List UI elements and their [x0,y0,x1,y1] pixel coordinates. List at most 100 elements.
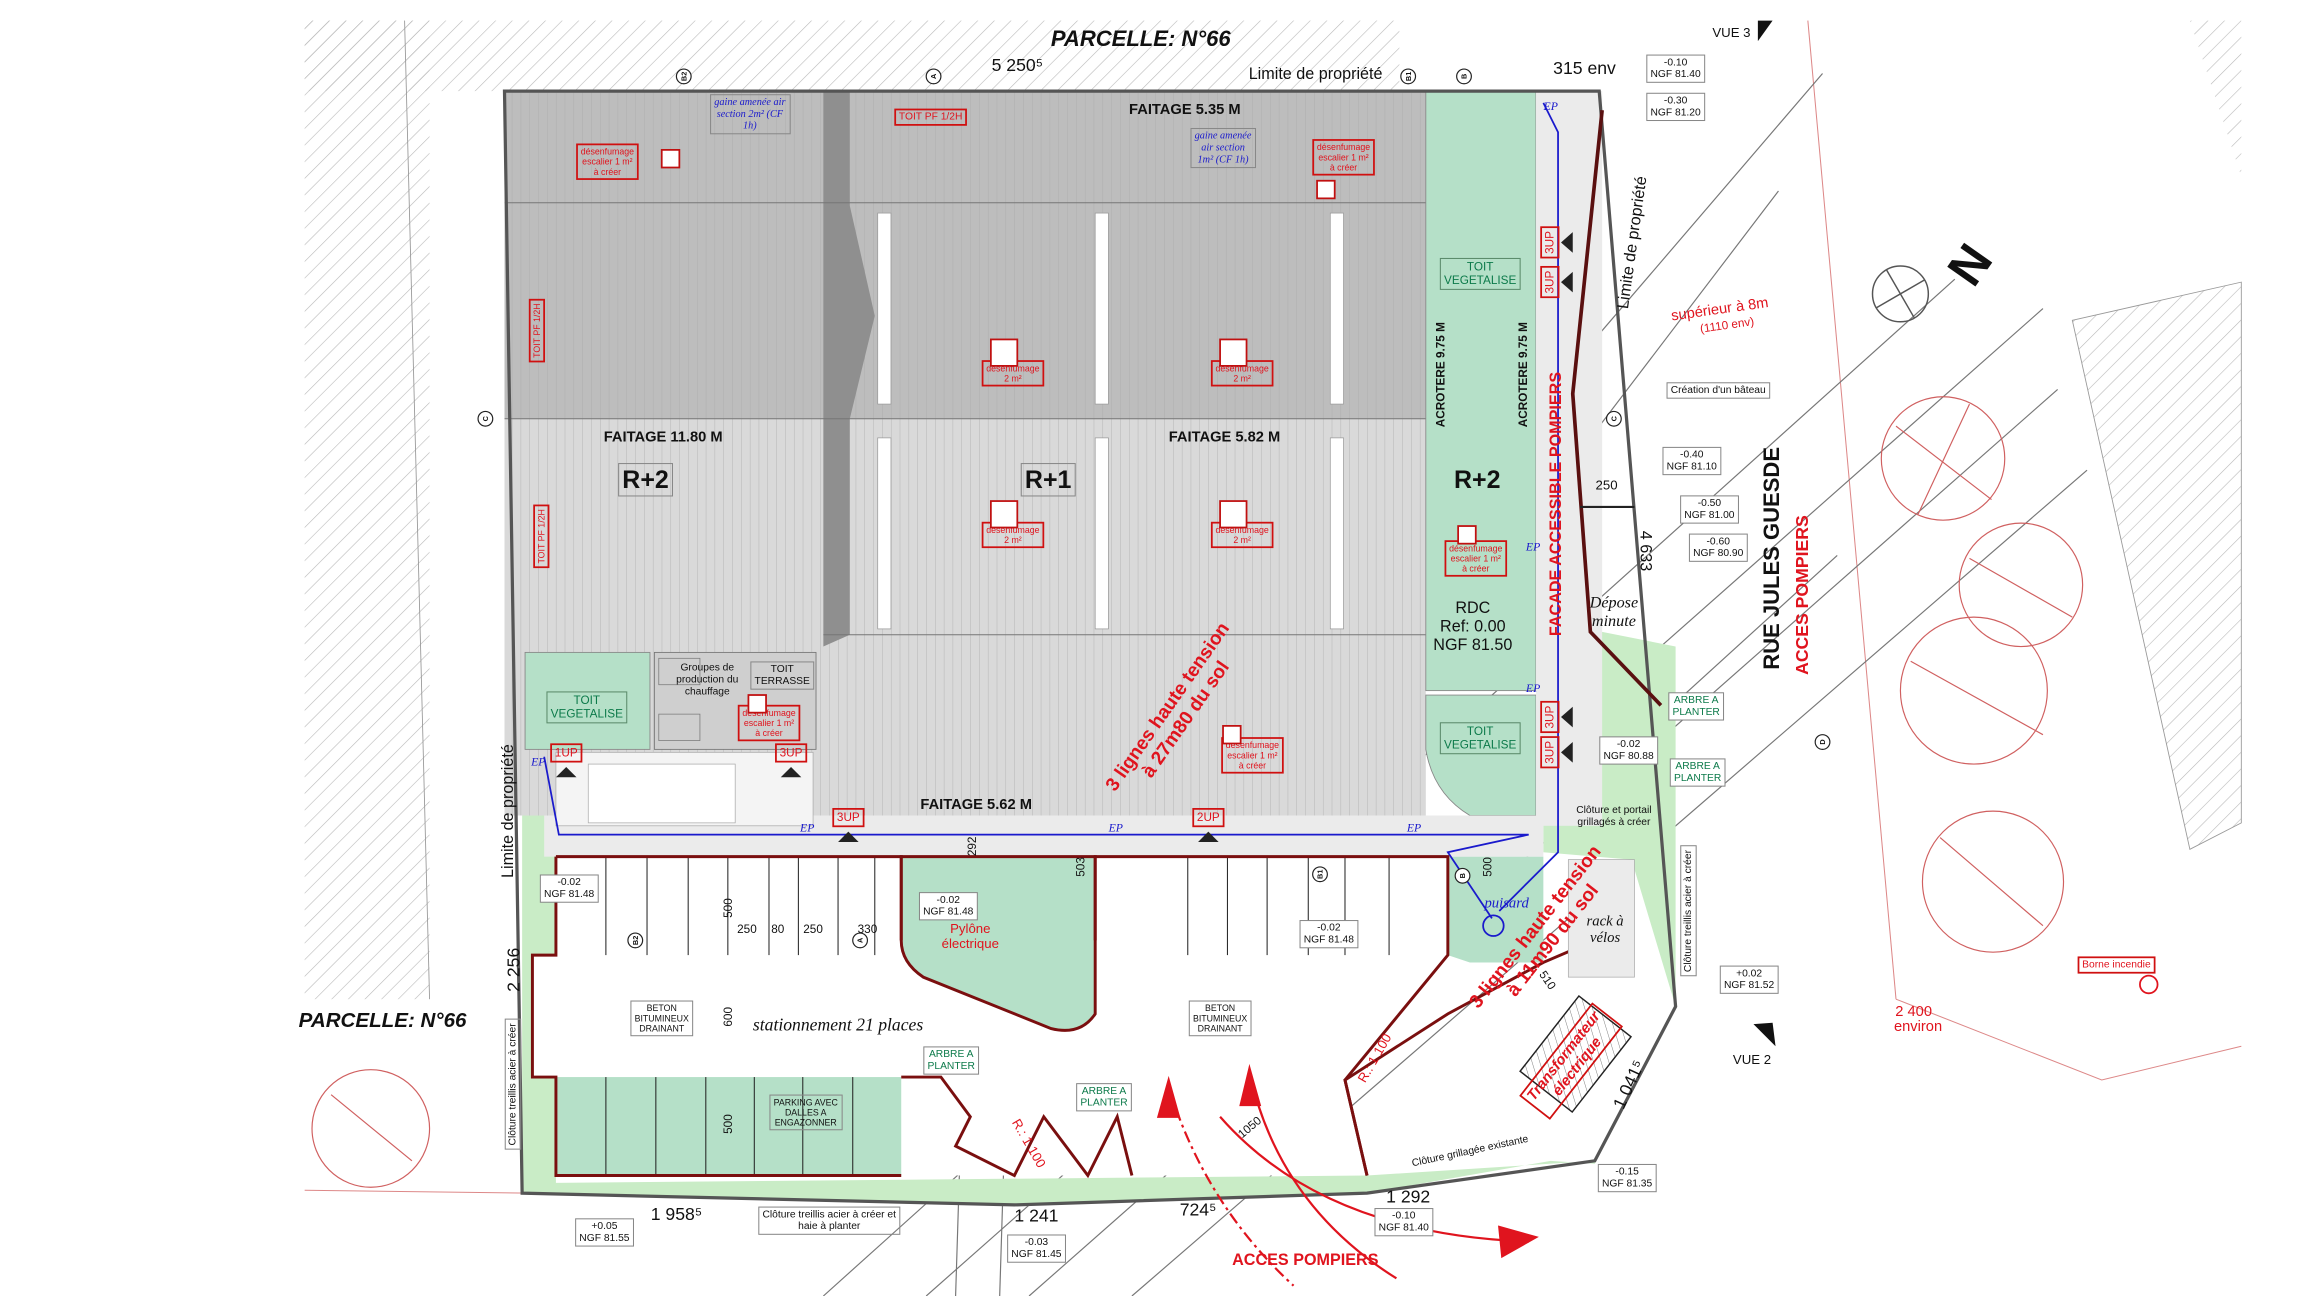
spot-elevation-frame [1719,965,1779,994]
spot-elevation-frame [1007,1234,1066,1263]
view3-arrow-icon [1757,20,1773,42]
parcel-title-top: PARCELLE: N°66 [1051,26,1232,51]
exit-marker-group: 1UP [550,743,583,763]
spot-elevation-frame [1599,736,1659,765]
drainage-label-group: EP [1525,541,1540,554]
dim-bottom-left-group: 1 958⁵ [651,1204,702,1224]
street-fire-access: ACCES POMPIERS [1792,515,1812,675]
ridge-left-group: FAITAGE 11.80 M [604,430,723,446]
spot-elevation-frame [539,874,599,903]
exit-arrow-icon [1560,271,1573,293]
tree-to-plant-frame [923,1046,980,1075]
section-marker-label: B [1458,873,1467,878]
section-marker-label-group: B [1460,74,1469,79]
exit-marker-frame [1192,808,1225,828]
drainage-label: EP [1543,100,1558,113]
exit-marker-group: 3UP [1540,700,1560,734]
dim-top-right: 315 env [1553,58,1616,78]
ridge-bottom-group: FAITAGE 5.62 M [920,797,1032,813]
spot-elevation-frame [1646,54,1706,83]
air-duct-1-frame [710,94,791,135]
exit-marker-frame [1540,736,1560,769]
curb-cut-label-frame [1666,382,1771,399]
section-marker-icon [852,932,869,949]
dim-stall-depth-2-group: 500 [722,1114,735,1134]
curb-cut-label-group: Création d'un bâteau [1666,382,1771,399]
fence-existing-label: Clôture grillagée existante [1411,1134,1530,1169]
exit-arrow-icon [780,767,802,778]
smoke-vent-hatch [1219,338,1248,367]
dim-left: 2 256 [503,948,523,992]
exit-marker-frame [550,743,583,763]
hydrant-label-frame [2077,956,2156,974]
level-mid-group: R+1 [1020,463,1076,497]
exit-arrow-icon [555,767,577,778]
grass-parking-label-frame [769,1094,843,1131]
view2-label-group: VUE 2 [1733,1052,1771,1067]
smoke-vent-label-frame [1312,139,1375,176]
dim-street: 4 633 [1637,531,1655,571]
fire-accessible-facade-group: FACADE ACCESSIBLE POMPIERS [1547,372,1565,636]
dim-bottom-mid2: 724⁵ [1180,1199,1217,1219]
section-marker-label-group: A [929,73,938,79]
exit-marker-group: 2UP [1192,808,1225,828]
drainage-label: EP [1525,682,1540,695]
level-left-frame [618,463,673,497]
parcel-title-left: PARCELLE: N°66 [299,1009,467,1032]
parapet-2-group: ACROTERE 9.75 M [1517,322,1530,427]
section-marker-label-group: B1 [1404,72,1413,81]
dim-distance-note-group: environ [1894,1019,1942,1035]
dim-drop-width: 250 [1596,478,1618,493]
spot-elevation-frame [1662,446,1722,476]
section-marker-label: A [856,937,865,943]
dim-distance-note: environ [1894,1019,1942,1035]
dim-stall-depth-1: 500 [722,898,735,918]
dim-bottom-right: 1 292 [1386,1186,1430,1206]
dim-500: 500 [1482,857,1495,877]
sump-label: puisard [1483,895,1529,911]
drainage-label-group: EP [1108,821,1123,834]
property-line-top-group: Limite de propriété [1249,65,1383,83]
green-roof-2-frame [546,691,628,724]
exit-arrow-icon [1560,232,1573,253]
paving-label-2-frame [1188,1000,1252,1037]
dim-292: 292 [966,837,979,857]
level-mid-frame [1020,463,1076,497]
dim-distance-group: 2 400 [1895,1004,1932,1020]
dim-503: 503 [1075,857,1088,877]
section-marker-label-group: A [856,937,865,943]
roof-pf-3-frame [533,504,550,569]
section-marker-label-group: B2 [679,72,688,81]
tree-to-plant-frame [1076,1083,1132,1112]
neighbour-parcels [304,20,2242,1194]
level-right-group: R+2 [1454,466,1501,494]
drainage-label-group: EP [799,821,814,834]
fence-left-label: Clôture treillis acier à créer [507,1023,518,1146]
ridge-left: FAITAGE 11.80 M [604,430,723,446]
spot-elevation-frame [1646,92,1706,122]
exit-marker-group: 3UP [1540,226,1560,259]
exit-marker-group: 3UP [1540,265,1560,299]
